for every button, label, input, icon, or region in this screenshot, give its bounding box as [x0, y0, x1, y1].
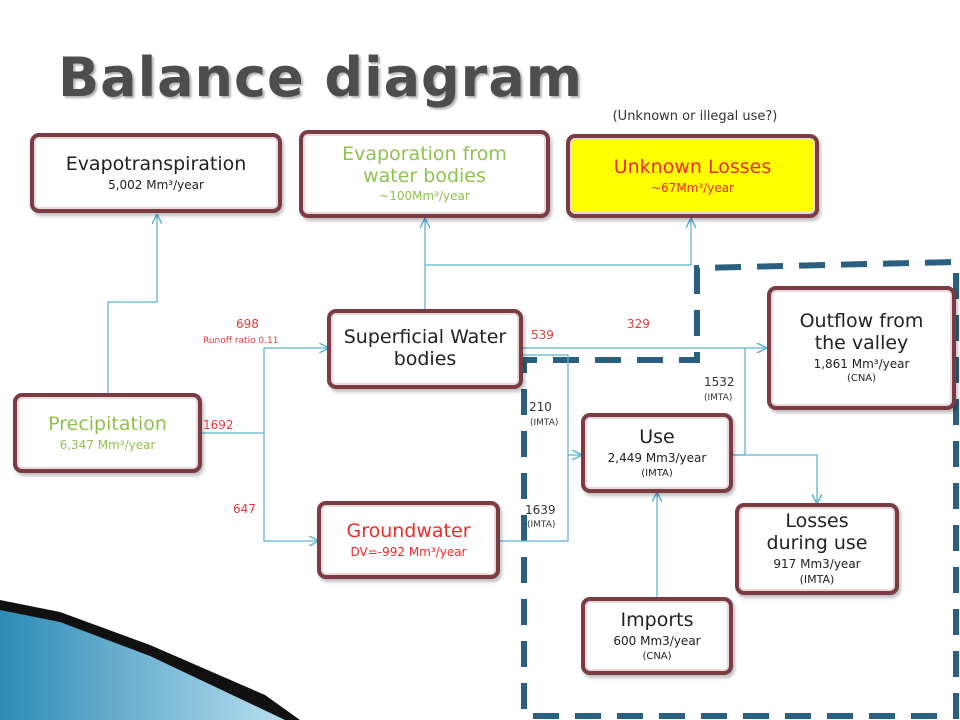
groundwater-box: Groundwater DV=-992 Mm³/year	[317, 501, 500, 579]
use-source: (IMTA)	[641, 467, 673, 479]
use-to-outflow-source: (IMTA)	[704, 393, 733, 403]
line-groundwater-to-use	[500, 455, 569, 542]
losses-during-use-label: Losses during use	[766, 510, 868, 555]
dashed-boundary	[521, 258, 959, 719]
unknown-losses-label: Unknown Losses	[613, 155, 772, 178]
losses-during-use-value: 917 Mm3/year	[773, 557, 861, 572]
outflow-value: 1,861 Mm³/year	[813, 356, 910, 371]
imports-source: (CNA)	[642, 650, 672, 662]
use-to-outflow-value: 1532	[704, 375, 735, 389]
page-title: Balance diagram	[58, 46, 584, 109]
use-box: Use 2,449 Mm3/year (IMTA)	[581, 413, 733, 493]
precipitation-value: 6,347 Mm³/year	[59, 437, 156, 452]
evaporation-label: Evaporation from water bodies	[342, 142, 507, 187]
imports-value: 600 Mm3/year	[613, 633, 701, 648]
arrow-precip-to-evapotranspiration	[107, 215, 157, 395]
outflow-label: Outflow from the valley	[799, 310, 924, 354]
use-value: 2,449 Mm3/year	[607, 450, 707, 465]
precipitation-box: Precipitation 6,347 Mm³/year	[13, 393, 202, 473]
superficial-outflow-value: 539	[531, 328, 554, 342]
superficial-to-use-value: 210	[529, 400, 552, 414]
groundwater-value: DV=-992 Mm³/year	[350, 544, 467, 559]
use-label: Use	[639, 425, 675, 448]
groundwater-to-use-source: (IMTA)	[527, 520, 556, 530]
recharge-flow-value: 647	[233, 502, 256, 516]
evapotranspiration-value: 5,002 Mm³/year	[108, 177, 204, 192]
unknown-losses-box: Unknown Losses ~67Mm³/year	[566, 134, 819, 218]
superficial-water-box: Superficial Water bodies	[327, 309, 523, 389]
groundwater-to-use-value: 1639	[525, 503, 556, 517]
losses-during-use-source: (IMTA)	[799, 572, 835, 586]
evaporation-value: ~100Mm³/year	[379, 189, 470, 204]
outflow-box: Outflow from the valley 1,861 Mm³/year (…	[767, 286, 956, 410]
precipitation-outflow-value: 1692	[203, 418, 234, 432]
runoff-flow-value: 698	[236, 317, 259, 331]
arrow-use-to-losses	[733, 454, 817, 503]
runoff-ratio-label: Runoff ratio 0.11	[203, 336, 279, 346]
corner-decoration-black-stroke	[0, 600, 300, 720]
superficial-to-use-source: (IMTA)	[530, 418, 559, 428]
outflow-source: (CNA)	[846, 373, 877, 385]
arrow-to-unknown-losses	[425, 219, 691, 266]
evapotranspiration-box: Evapotranspiration 5,002 Mm³/year	[30, 133, 282, 213]
line-use-to-outflow	[733, 348, 746, 456]
unknown-losses-flow-value: 329	[627, 317, 650, 331]
precipitation-label: Precipitation	[48, 412, 167, 435]
unknown-use-note: (Unknown or illegal use?)	[612, 109, 778, 124]
unknown-losses-value: ~67Mm³/year	[651, 180, 734, 195]
arrow-recharge-to-groundwater	[263, 433, 318, 541]
line-superficial-to-use	[522, 354, 569, 455]
superficial-water-label: Superficial Water bodies	[343, 326, 507, 370]
losses-during-use-box: Losses during use 917 Mm3/year (IMTA)	[735, 503, 899, 595]
imports-box: Imports 600 Mm3/year (CNA)	[581, 597, 733, 675]
evapotranspiration-label: Evapotranspiration	[65, 152, 247, 175]
evaporation-box: Evaporation from water bodies ~100Mm³/ye…	[299, 130, 550, 218]
imports-label: Imports	[620, 608, 694, 631]
groundwater-label: Groundwater	[346, 519, 471, 542]
